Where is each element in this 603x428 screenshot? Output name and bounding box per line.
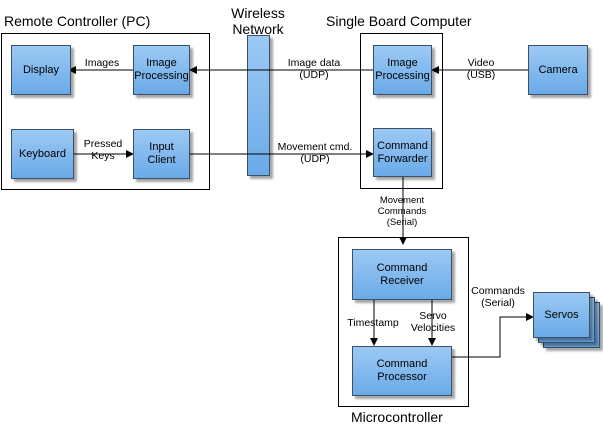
command-processor-block: Command Processor xyxy=(352,346,452,396)
images-label: Images xyxy=(84,57,120,69)
timestamp-label: Timestamp xyxy=(347,317,399,329)
movement-cmd-label: Movement cmd. (UDP) xyxy=(277,141,353,165)
servo-velocities-label: Servo Velocities xyxy=(410,310,456,334)
camera-block: Camera xyxy=(528,45,588,95)
remote-controller-group xyxy=(1,33,210,190)
image-data-label: Image data (UDP) xyxy=(287,57,341,81)
microcontroller-title: Microcontroller xyxy=(351,409,443,425)
input-client-block: Input Client xyxy=(133,129,190,179)
single-board-computer-group xyxy=(360,33,443,189)
commands-serial-label: Commands (Serial) xyxy=(471,285,525,309)
remote-controller-title: Remote Controller (PC) xyxy=(4,13,151,29)
wireless-network-title: Wireless Network xyxy=(231,5,285,37)
commands-serial-arrow xyxy=(452,313,534,358)
display-block: Display xyxy=(11,45,71,95)
command-forwarder-block: Command Forwarder xyxy=(373,128,432,177)
video-label: Video (USB) xyxy=(466,57,496,81)
single-board-computer-title: Single Board Computer xyxy=(326,13,472,29)
servos-block: Servos xyxy=(533,292,590,338)
pressed-keys-label: Pressed Keys xyxy=(83,138,123,162)
keyboard-block: Keyboard xyxy=(11,129,74,179)
command-receiver-block: Command Receiver xyxy=(352,249,452,300)
movement-commands-label: Movement Commands (Serial) xyxy=(377,195,427,228)
pc-image-processing-block: Image Processing xyxy=(133,45,190,95)
sbc-image-processing-block: Image Processing xyxy=(373,45,432,95)
